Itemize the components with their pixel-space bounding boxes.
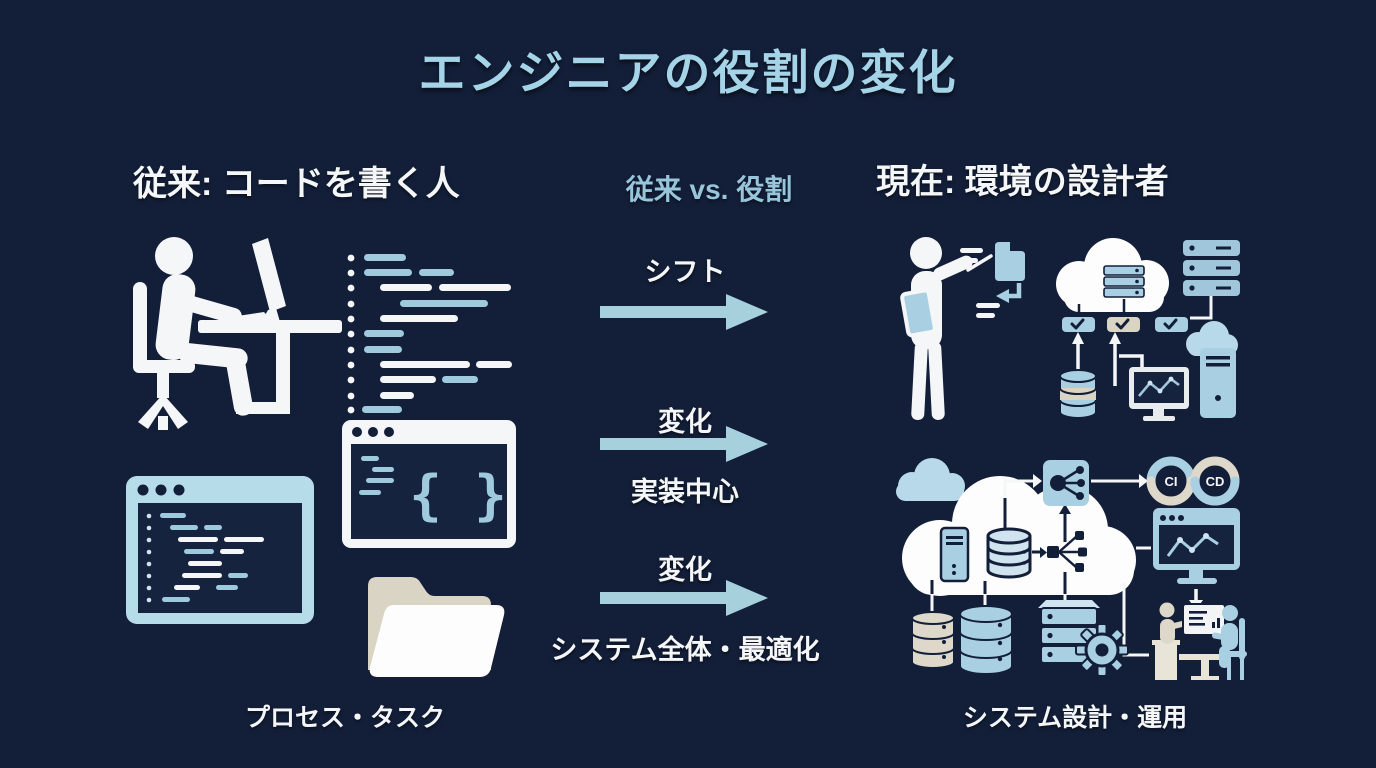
ci-label: CI — [1165, 474, 1178, 489]
change-arrow-icon-2 — [600, 580, 768, 616]
transition-3-label-above: 変化 — [658, 555, 712, 585]
mini-code-lines — [359, 456, 394, 495]
cicd-arrowhead — [1139, 474, 1148, 488]
code-window-icon — [126, 476, 314, 624]
cloud-connectors — [930, 498, 1071, 594]
small-cloud-icon — [896, 458, 965, 501]
return-arrow-icon — [996, 283, 1022, 303]
architect-with-tablet-icon — [900, 237, 993, 421]
open-folder-icon — [368, 577, 505, 677]
right-column-heading: 現在: 環境の設計者 — [876, 163, 1169, 201]
code-window-braces-icon: { } — [342, 420, 516, 548]
database-stack-blue-icon — [959, 605, 1013, 675]
cloud-database-icon — [986, 527, 1032, 579]
right-caption: システム設計・運用 — [962, 704, 1188, 732]
right-bottom-cluster: CI CD — [896, 456, 1247, 680]
database-stack-beige-icon — [911, 611, 955, 669]
gear-icon — [1075, 623, 1129, 677]
transition-3-label-below: システム全体・最適化 — [550, 635, 820, 665]
equals-marks-icon — [960, 248, 1000, 318]
page-title: エンジニアの役割の変化 — [418, 46, 958, 99]
share-node-icon — [1043, 460, 1089, 506]
shift-arrow-icon — [600, 294, 768, 330]
left-caption: プロセス・タスク — [244, 704, 445, 732]
transition-1-label: シフト — [644, 257, 726, 287]
transition-2-label-below: 実装中心 — [631, 477, 739, 507]
person-coding-at-desk-icon — [133, 237, 342, 430]
elbow-arrow-icon — [1003, 474, 1042, 498]
server-rack-icon — [1183, 240, 1240, 320]
left-column-heading: 従来: コードを書く人 — [133, 165, 460, 203]
code-lines-icon — [347, 254, 512, 414]
monitoring-chart-icon — [1129, 367, 1189, 421]
presentation-screen-icon — [1182, 603, 1226, 636]
middle-column-heading: 従来 vs. 役割 — [625, 174, 793, 205]
server-gear-icon — [1038, 600, 1129, 677]
cd-label: CD — [1206, 474, 1225, 489]
up-arrow-icons — [1072, 332, 1144, 392]
monitoring-dashboard-icon — [1153, 508, 1240, 584]
cloud-infrastructure-icon — [902, 476, 1136, 596]
check-chip-icons — [1062, 317, 1188, 332]
cicd-loop-icon: CI CD — [1146, 456, 1240, 506]
transition-2-label-above: 変化 — [658, 407, 712, 437]
team-meeting-icon — [1152, 602, 1247, 680]
right-top-cluster — [900, 237, 1240, 421]
cloud-tower-icon — [939, 526, 970, 583]
network-hub-icon — [1047, 531, 1087, 572]
database-icon — [1059, 369, 1097, 419]
change-arrow-icon — [600, 426, 768, 462]
braces-glyph: { } — [409, 464, 507, 527]
cloud-servers-icon — [1056, 238, 1169, 317]
file-icon — [995, 242, 1025, 281]
tower-pc-icon — [1186, 321, 1238, 418]
